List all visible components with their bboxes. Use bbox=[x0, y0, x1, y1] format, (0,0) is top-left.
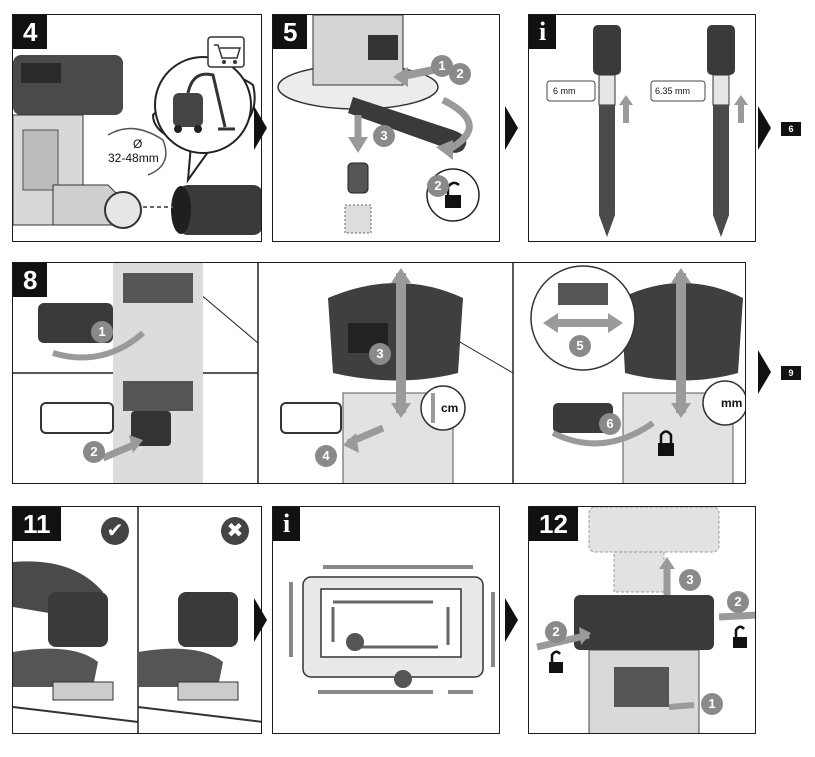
bit-size-6mm: 6 mm bbox=[553, 86, 576, 96]
next-step-arrow bbox=[505, 106, 518, 150]
panel-step-12: 12 1 2 2 3 bbox=[528, 506, 756, 734]
next-step-arrow bbox=[254, 106, 267, 150]
callout-3: 3 bbox=[373, 125, 395, 147]
info-badge: i bbox=[529, 15, 557, 49]
vacuum-cleaner-icon bbox=[168, 70, 238, 135]
step-number-badge: 11 bbox=[13, 507, 61, 541]
panel-info-bits: i 6 mm 6.35 mm bbox=[528, 14, 756, 242]
callout-2-left: 2 bbox=[545, 621, 567, 643]
shopping-cart-icon bbox=[208, 37, 244, 67]
callout-2: 2 bbox=[83, 441, 105, 463]
callout-4: 4 bbox=[315, 445, 337, 467]
panel-step-5: 5 1 2 3 2 bbox=[272, 14, 500, 242]
callout-3: 3 bbox=[679, 569, 701, 591]
panel-step-8: 8 bbox=[12, 262, 746, 484]
callout-1: 1 bbox=[431, 55, 453, 77]
next-ref-badge: 9 bbox=[781, 366, 801, 380]
step-number-badge: 12 bbox=[529, 507, 578, 541]
panel-step-4: 4 Ø 32-48mm bbox=[12, 14, 262, 242]
unlock-icon bbox=[547, 647, 565, 675]
callout-2-right: 2 bbox=[727, 591, 749, 613]
check-icon: ✔ bbox=[101, 517, 129, 545]
depth-adjust-illustration bbox=[13, 263, 745, 483]
step-number-badge: 4 bbox=[13, 15, 48, 49]
battery-removal-illustration bbox=[536, 507, 755, 733]
callout-3: 3 bbox=[369, 343, 391, 365]
unit-mm: mm bbox=[721, 396, 743, 410]
grip-illustration bbox=[13, 507, 261, 733]
callout-2: 2 bbox=[449, 63, 471, 85]
step-number-badge: 5 bbox=[273, 15, 308, 49]
next-ref-badge: 6 bbox=[781, 122, 801, 136]
unlock-icon bbox=[731, 622, 749, 650]
dust-extraction-illustration bbox=[13, 36, 261, 235]
callout-1: 1 bbox=[91, 321, 113, 343]
bit-size-635mm: 6.35 mm bbox=[655, 86, 691, 96]
info-badge: i bbox=[273, 507, 301, 541]
unit-cm: cm bbox=[441, 401, 459, 415]
feed-direction-diagram bbox=[289, 565, 495, 694]
callout-1: 1 bbox=[701, 693, 723, 715]
collet-wrench-illustration bbox=[277, 15, 480, 234]
callout-5: 5 bbox=[569, 335, 591, 357]
next-step-arrow bbox=[254, 598, 267, 642]
diameter-range-label: 32-48mm bbox=[108, 151, 159, 165]
panel-step-11: 11 ✔ ✖ bbox=[12, 506, 262, 734]
next-step-arrow bbox=[505, 598, 518, 642]
bit-shank-illustration bbox=[546, 25, 748, 237]
diameter-symbol: Ø bbox=[133, 137, 143, 151]
next-step-arrow bbox=[758, 106, 771, 150]
cross-icon: ✖ bbox=[221, 517, 249, 545]
step-number-badge: 8 bbox=[13, 263, 48, 297]
callout-6: 6 bbox=[599, 413, 621, 435]
panel-info-feed-direction: i bbox=[272, 506, 500, 734]
callout-2-lower: 2 bbox=[427, 175, 449, 197]
next-step-arrow bbox=[758, 350, 771, 394]
